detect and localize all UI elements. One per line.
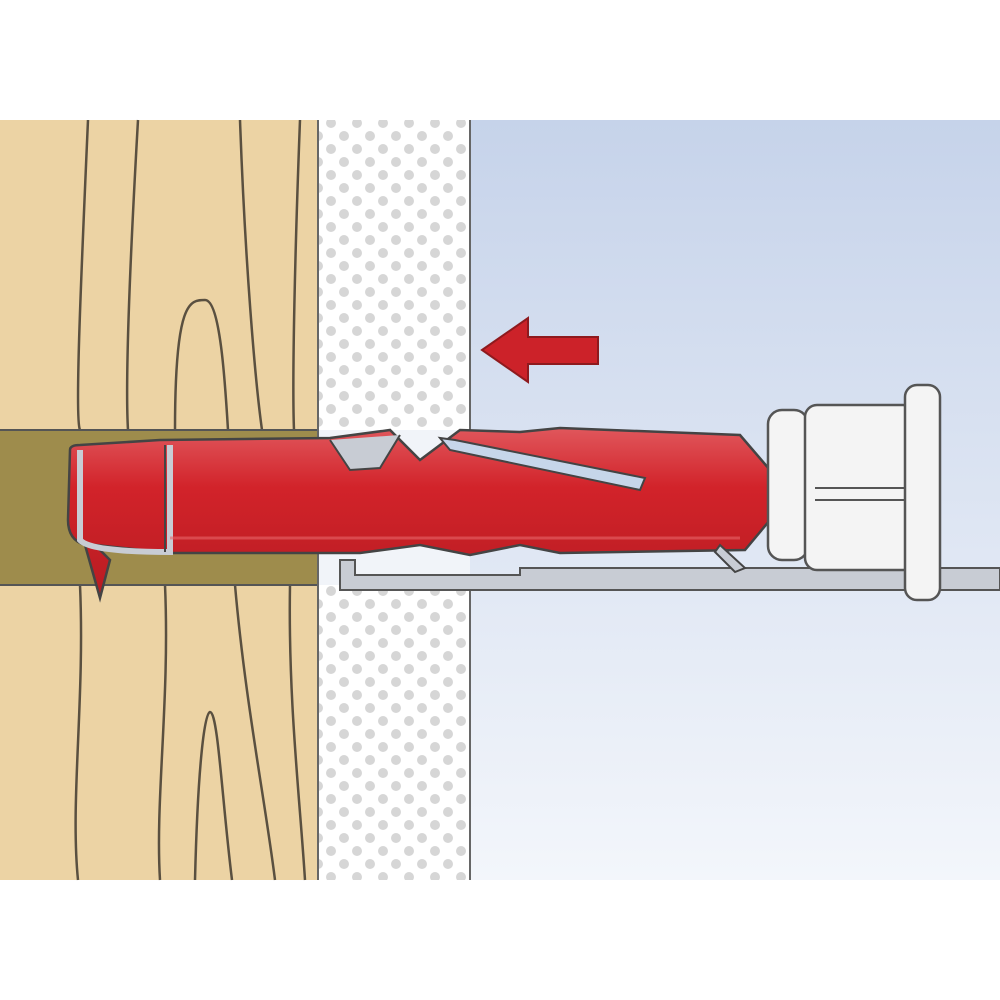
wall-anchor xyxy=(66,426,772,603)
anchor-cap xyxy=(766,383,942,602)
arrow-left-icon xyxy=(480,316,599,384)
screw-rod xyxy=(339,559,1000,591)
